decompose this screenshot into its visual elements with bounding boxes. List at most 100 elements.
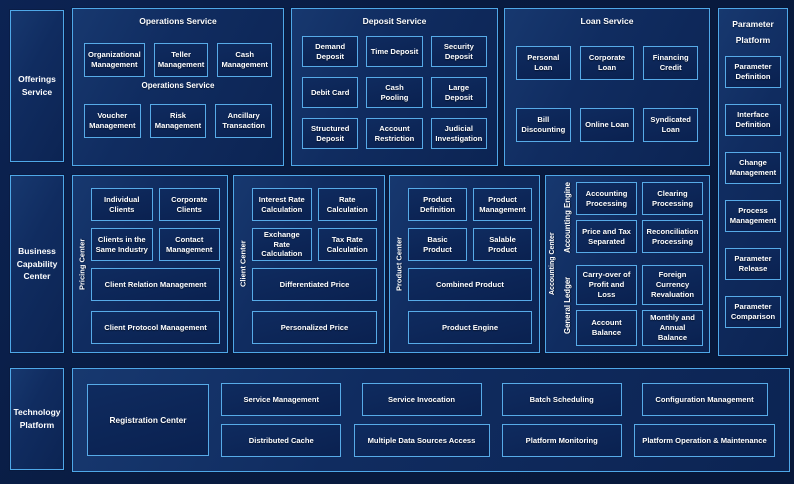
panel-client-center: Client Center Interest Rate Calculation … — [233, 175, 385, 353]
operations-row-2: Voucher Management Risk Management Ancil… — [84, 104, 273, 138]
box-differentiated-price: Differentiated Price — [252, 268, 377, 301]
box-financing-credit: Financing Credit — [643, 46, 699, 80]
parameter-stack: Parameter Definition Interface Definitio… — [725, 56, 781, 329]
box-product-definition: Product Definition — [408, 188, 467, 221]
business-capability-center-label: Business Capability Center — [16, 245, 58, 282]
accounting-engine-group: Accounting Engine Accounting Processing … — [559, 182, 703, 253]
client-content: Interest Rate Calculation Rate Calculati… — [252, 176, 384, 352]
box-exchange-rate-calculation: Exchange Rate Calculation — [252, 228, 312, 261]
box-corporate-loan: Corporate Loan — [579, 46, 635, 80]
box-interface-definition: Interface Definition — [725, 104, 781, 137]
pricing-grid: Individual Clients Corporate Clients Cli… — [91, 188, 220, 261]
accounting-engine-label: Accounting Engine — [563, 182, 572, 254]
box-cash-management: Cash Management — [217, 43, 272, 77]
box-process-management: Process Management — [725, 200, 781, 233]
box-judicial-investigation: Judicial Investigation — [430, 118, 487, 149]
general-ledger-grid: Carry-over of Profit and Loss Foreign Cu… — [576, 265, 703, 347]
box-bill-discounting: Bill Discounting — [516, 108, 571, 142]
accounting-center-label: Accounting Center — [549, 232, 556, 296]
box-structured-deposit: Structured Deposit — [302, 118, 359, 149]
box-contact-management: Contact Management — [158, 228, 220, 261]
technology-column-1: Service Management Distributed Cache — [221, 383, 342, 457]
panel-deposit-service: Deposit Service Demand Deposit Time Depo… — [291, 8, 498, 166]
box-clients-in-the-same-industry: Clients in the Same Industry — [91, 228, 153, 261]
box-configuration-management: Configuration Management — [641, 383, 768, 416]
box-parameter-release: Parameter Release — [725, 248, 781, 281]
pricing-center-label: Pricing Center — [77, 238, 87, 290]
general-ledger-group: General Ledger Carry-over of Profit and … — [559, 265, 703, 347]
panel-loan-service: Loan Service Personal Loan Corporate Loa… — [504, 8, 710, 166]
client-center-label: Client Center — [238, 240, 248, 288]
product-content: Product Definition Product Management Ba… — [408, 176, 539, 352]
box-salable-product: Salable Product — [473, 228, 532, 261]
box-price-and-tax-separated: Price and Tax Separated — [576, 220, 637, 253]
box-combined-product: Combined Product — [408, 268, 532, 301]
box-personalized-price: Personalized Price — [252, 311, 377, 344]
box-basic-product: Basic Product — [408, 228, 467, 261]
box-debit-card: Debit Card — [302, 77, 359, 108]
box-rate-calculation: Rate Calculation — [317, 188, 377, 221]
box-change-management: Change Management — [725, 152, 781, 185]
panel-parameter-platform: Parameter Platform Parameter Definition … — [718, 8, 788, 356]
box-product-management: Product Management — [473, 188, 532, 221]
panel-operations-service: Operations Service Organizational Manage… — [72, 8, 284, 166]
sidebar-technology-platform: Technology Platform — [10, 368, 64, 470]
box-foreign-currency-revaluation: Foreign Currency Revaluation — [642, 265, 703, 306]
box-online-loan: Online Loan — [579, 108, 635, 142]
box-account-restriction: Account Restriction — [366, 118, 423, 149]
box-carry-over-of-profit-and-loss: Carry-over of Profit and Loss — [576, 265, 637, 306]
box-parameter-definition: Parameter Definition — [725, 56, 781, 89]
box-large-deposit: Large Deposit — [430, 77, 487, 108]
operations-row-1: Organizational Management Teller Managem… — [84, 43, 272, 77]
product-grid: Product Definition Product Management Ba… — [408, 188, 532, 261]
offerings-service-label: Offerings Service — [18, 74, 56, 97]
sidebar-offerings-service: Offerings Service — [10, 10, 64, 162]
box-demand-deposit: Demand Deposit — [302, 36, 359, 67]
box-tax-rate-calculation: Tax Rate Calculation — [317, 228, 377, 261]
box-account-balance: Account Balance — [576, 310, 637, 347]
technology-column-3: Batch Scheduling Platform Monitoring — [501, 383, 622, 457]
panel-product-center: Product Center Product Definition Produc… — [389, 175, 540, 353]
panel-pricing-center: Pricing Center Individual Clients Corpor… — [72, 175, 228, 353]
box-interest-rate-calculation: Interest Rate Calculation — [252, 188, 312, 221]
box-reconciliation-processing: Reconciliation Processing — [642, 220, 703, 253]
client-grid: Interest Rate Calculation Rate Calculati… — [252, 188, 377, 261]
accounting-groups: Accounting Engine Accounting Processing … — [559, 176, 709, 352]
box-client-protocol-management: Client Protocol Management — [91, 311, 220, 344]
operations-service-subtitle: Operations Service — [141, 81, 215, 90]
box-distributed-cache: Distributed Cache — [221, 424, 342, 457]
box-cash-pooling: Cash Pooling — [366, 77, 423, 108]
technology-column-2: Service Invocation Multiple Data Sources… — [353, 383, 490, 457]
box-time-deposit: Time Deposit — [366, 36, 423, 67]
box-syndicated-loan: Syndicated Loan — [643, 108, 699, 142]
box-platform-monitoring: Platform Monitoring — [501, 424, 622, 457]
loan-row-2: Bill Discounting Online Loan Syndicated … — [516, 108, 699, 142]
box-personal-loan: Personal Loan — [516, 46, 571, 80]
box-client-relation-management: Client Relation Management — [91, 268, 220, 301]
box-service-management: Service Management — [221, 383, 342, 416]
general-ledger-label: General Ledger — [563, 276, 572, 335]
sidebar-business-capability-center: Business Capability Center — [10, 175, 64, 353]
parameter-platform-title: Parameter Platform — [732, 19, 774, 46]
box-corporate-clients: Corporate Clients — [158, 188, 220, 221]
loan-row-1: Personal Loan Corporate Loan Financing C… — [516, 46, 699, 80]
box-voucher-management: Voucher Management — [84, 104, 141, 138]
pricing-content: Individual Clients Corporate Clients Cli… — [91, 176, 227, 352]
technology-column-4: Configuration Management Platform Operat… — [634, 383, 775, 457]
box-accounting-processing: Accounting Processing — [576, 182, 637, 215]
deposit-grid: Demand Deposit Time Deposit Security Dep… — [302, 36, 487, 149]
loan-service-title: Loan Service — [580, 16, 634, 26]
box-multiple-data-sources-access: Multiple Data Sources Access — [353, 424, 490, 457]
box-security-deposit: Security Deposit — [430, 36, 487, 67]
box-teller-management: Teller Management — [153, 43, 209, 77]
product-center-label: Product Center — [394, 236, 404, 292]
box-monthly-and-annual-balance: Monthly and Annual Balance — [642, 310, 703, 347]
box-organizational-management: Organizational Management — [84, 43, 145, 77]
operations-service-title: Operations Service — [139, 16, 217, 26]
technology-platform-label: Technology Platform — [13, 407, 61, 430]
box-product-engine: Product Engine — [408, 311, 532, 344]
box-platform-operation-maintenance: Platform Operation & Maintenance — [634, 424, 775, 457]
box-ancillary-transaction: Ancillary Transaction — [215, 104, 273, 138]
box-batch-scheduling: Batch Scheduling — [501, 383, 622, 416]
